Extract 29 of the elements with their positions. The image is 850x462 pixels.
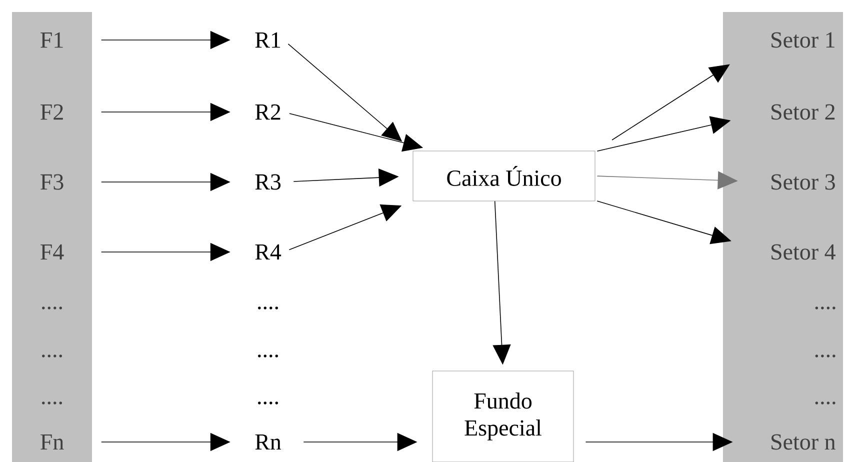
node-label: F2: [40, 104, 63, 120]
node-label: F1: [40, 32, 63, 48]
node-label: Fn: [40, 434, 64, 450]
node-label: R4: [255, 244, 282, 260]
ellipsis-label: ....: [42, 354, 62, 358]
node-label: Setor n: [772, 434, 836, 450]
node-label: F4: [40, 244, 64, 260]
side-band: [723, 12, 843, 462]
node-label: Setor 4: [772, 244, 836, 260]
process-box: Fundo Especial: [432, 370, 574, 462]
node-label: Setor 2: [772, 104, 835, 120]
ellipsis-label: ....: [815, 402, 836, 404]
node-label: Rn: [255, 434, 282, 450]
ellipsis-label: ....: [42, 402, 62, 404]
node-label: F3: [40, 174, 64, 190]
ellipsis-label: ....: [258, 402, 278, 404]
node-label: Setor 3: [772, 174, 835, 190]
ellipsis-label: ....: [258, 306, 278, 310]
ellipsis-label: ....: [815, 354, 836, 358]
ellipsis-label: ....: [42, 306, 62, 310]
ellipsis-label: ....: [815, 306, 836, 310]
process-box: Caixa Único: [412, 150, 596, 202]
side-band: [12, 12, 92, 462]
ellipsis-label: ....: [258, 354, 278, 358]
node-label: R1: [255, 32, 280, 48]
node-label: Setor 1: [772, 32, 834, 48]
node-label: R2: [255, 104, 280, 120]
node-label: R3: [255, 174, 281, 190]
arrow: [612, 64, 730, 140]
